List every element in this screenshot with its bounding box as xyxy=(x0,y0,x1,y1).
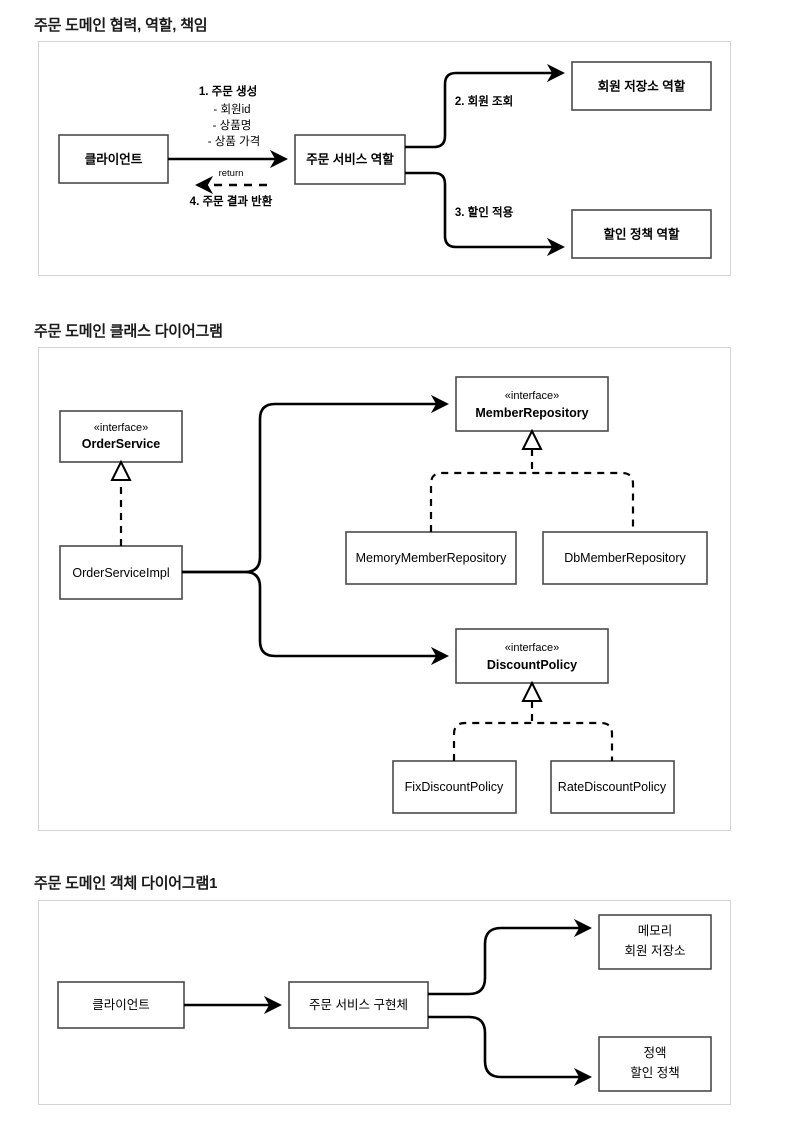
arrow-object-impl-to-fix-discount-policy xyxy=(428,1015,593,1087)
label-step1-param-item-name: - 상품명 xyxy=(213,119,252,132)
box-memory-member-repository-label: MemoryMemberRepository xyxy=(356,551,507,565)
object-diagram-frame: 클라이언트 주문 서비스 구현체 메모리 회원 저장소 정액 할인 정책 xyxy=(38,900,731,1105)
realization-member-repository-triangle xyxy=(521,428,543,450)
box-client-label: 클라이언트 xyxy=(85,152,143,167)
box-object-memory-member-repository-line2: 회원 저장소 xyxy=(625,944,686,958)
box-fix-discount-policy xyxy=(392,760,517,814)
box-memory-member-repository xyxy=(345,531,517,585)
interface-member-repository-stereotype: «interface» xyxy=(505,390,559,402)
box-object-order-service-impl xyxy=(288,981,429,1029)
section-title-class-diagram: 주문 도메인 클래스 다이어그램 xyxy=(34,323,223,340)
object-diagram-svg: 클라이언트 주문 서비스 구현체 메모리 회원 저장소 정액 할인 정책 xyxy=(57,914,712,1092)
box-object-order-service-impl-label: 주문 서비스 구현체 xyxy=(309,998,408,1012)
arrow-object-impl-to-memory-member-repository xyxy=(428,918,593,996)
box-order-service-impl-label: OrderServiceImpl xyxy=(72,566,169,580)
box-interface-order-service xyxy=(59,410,183,463)
interface-discount-policy-stereotype: «interface» xyxy=(505,642,559,654)
realization-order-service-impl-triangle xyxy=(110,459,132,481)
realization-discount-policy-lines xyxy=(452,701,614,761)
arrow-order-service-to-discount-policy xyxy=(405,171,566,257)
box-client xyxy=(58,134,169,184)
box-object-fix-discount-policy-line1: 정액 xyxy=(643,1046,666,1060)
box-member-repository-role xyxy=(571,61,712,111)
realization-member-repository-lines xyxy=(429,449,635,532)
arrow-order-service-to-member-repository xyxy=(405,63,566,149)
label-step4: 4. 주문 결과 반환 xyxy=(190,194,273,208)
arrow-order-service-impl-to-member-repository xyxy=(182,394,450,574)
interface-order-service-name: OrderService xyxy=(82,437,161,451)
box-object-memory-member-repository-line1: 메모리 xyxy=(638,924,673,938)
collaboration-diagram-svg: 클라이언트 주문 서비스 역할 회원 저장소 역할 할인 정책 역할 1. 주문… xyxy=(58,61,712,259)
box-object-client xyxy=(57,981,185,1029)
box-rate-discount-policy xyxy=(550,760,675,814)
class-diagram-frame: «interface» OrderService OrderServiceImp… xyxy=(38,347,731,831)
section-title-collaboration: 주문 도메인 협력, 역할, 책임 xyxy=(34,17,208,34)
box-rate-discount-policy-label: RateDiscountPolicy xyxy=(558,780,667,794)
box-order-service-impl xyxy=(59,545,183,600)
realization-discount-policy-triangle xyxy=(521,680,543,702)
label-return-tag: return xyxy=(219,168,244,179)
box-fix-discount-policy-label: FixDiscountPolicy xyxy=(405,780,504,794)
interface-order-service-stereotype: «interface» xyxy=(94,422,148,434)
box-member-repository-role-label: 회원 저장소 역할 xyxy=(598,79,686,94)
box-interface-discount-policy xyxy=(455,628,609,684)
box-interface-member-repository xyxy=(455,376,609,432)
label-step2: 2. 회원 조회 xyxy=(455,94,513,108)
label-step3: 3. 할인 적용 xyxy=(455,205,514,219)
class-diagram-svg: «interface» OrderService OrderServiceImp… xyxy=(59,376,708,814)
interface-member-repository-name: MemberRepository xyxy=(475,406,588,420)
label-step1-param-member-id: - 회원id xyxy=(213,102,250,116)
label-step1-title: 1. 주문 생성 xyxy=(199,84,257,98)
label-step1-param-item-price: - 상품 가격 xyxy=(208,134,261,148)
box-db-member-repository xyxy=(542,531,708,585)
box-object-fix-discount-policy-line2: 할인 정책 xyxy=(630,1065,679,1080)
box-object-fix-discount-policy xyxy=(598,1036,712,1092)
section-title-object-diagram: 주문 도메인 객체 다이어그램1 xyxy=(34,875,218,892)
box-object-memory-member-repository xyxy=(598,914,712,970)
box-discount-policy-role-label: 할인 정책 역할 xyxy=(604,227,680,242)
box-db-member-repository-label: DbMemberRepository xyxy=(564,551,686,565)
arrow-order-service-impl-to-discount-policy xyxy=(182,570,450,666)
box-order-service-role xyxy=(294,134,406,185)
box-discount-policy-role xyxy=(571,209,712,259)
interface-discount-policy-name: DiscountPolicy xyxy=(487,658,577,672)
box-object-client-label: 클라이언트 xyxy=(92,998,150,1012)
box-order-service-role-label: 주문 서비스 역할 xyxy=(306,152,394,167)
collaboration-diagram-frame: 클라이언트 주문 서비스 역할 회원 저장소 역할 할인 정책 역할 1. 주문… xyxy=(38,41,731,276)
